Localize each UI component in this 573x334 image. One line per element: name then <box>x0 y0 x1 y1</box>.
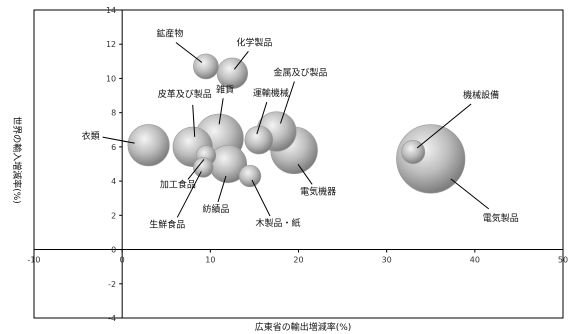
bubble-label: 衣類 <box>82 130 100 142</box>
y-tick-label: 0 <box>111 246 116 255</box>
bubble-label: 加工食品 <box>160 178 196 190</box>
leader-line <box>256 101 268 135</box>
bubble-point <box>193 157 214 178</box>
leader-line <box>102 136 135 144</box>
leader-line <box>297 164 313 185</box>
y-tick-label: 14 <box>106 6 116 15</box>
bubble-label: 生鮮食品 <box>149 218 185 230</box>
y-tick-label: 6 <box>111 143 116 152</box>
bubble-point <box>401 140 426 165</box>
leader-line <box>251 179 271 217</box>
x-tick-label: -10 <box>27 256 40 265</box>
bubbles <box>127 53 466 194</box>
bubble-point <box>127 124 170 167</box>
x-tick-label: 20 <box>293 256 303 265</box>
x-tick-label: 40 <box>470 256 480 265</box>
leader-line <box>218 98 224 125</box>
bubble-label: 鉱産物 <box>156 27 183 39</box>
y-tick-label: 4 <box>111 177 116 186</box>
y-axis-title: 世界の輸入増減率(%) <box>11 116 23 204</box>
bubble-label: 機械設備 <box>463 89 499 101</box>
x-tick-label: 50 <box>558 256 568 265</box>
bubble-label: 電気製品 <box>483 212 519 224</box>
axes: -10 0 10 20 30 40 50 -4 -2 0 2 4 6 8 10 12 14 <box>27 6 568 323</box>
leader-line <box>450 178 490 210</box>
x-tick-label: 0 <box>120 256 125 265</box>
leader-line <box>233 51 249 70</box>
x-tick-label: 10 <box>205 256 215 265</box>
bubble-label: 化学製品 <box>236 36 272 48</box>
bubble-labels: 鉱産物化学製品皮革及び製品雑貨 運輸機械 金属及び製品衣類加工食品生鮮食品 紡績品木製… <box>82 27 519 230</box>
bubble-label: 紡績品 <box>202 203 229 215</box>
bubble-point <box>193 53 219 80</box>
leader-line <box>175 42 203 63</box>
leader-line <box>416 103 472 149</box>
bubble-label: 電気機器 <box>300 185 336 197</box>
y-tick-label: 10 <box>106 74 116 83</box>
x-axis-title: 広東省の輸出増減率(%) <box>255 321 352 333</box>
y-tick-label: 2 <box>111 211 116 220</box>
leader-line <box>187 159 205 180</box>
y-tick-label: 12 <box>106 40 116 49</box>
y-tick-label: -4 <box>108 314 116 323</box>
plot-frame <box>33 9 564 319</box>
leader-line <box>217 175 227 203</box>
bubble-point <box>216 57 249 89</box>
bubble-point <box>238 164 262 188</box>
bubble-label: 雑貨 <box>216 83 234 95</box>
x-tick-label: 30 <box>382 256 392 265</box>
y-tick-label: -2 <box>108 280 116 289</box>
bubble-label: 運輸機械 <box>253 87 289 99</box>
bubble-label: 金属及び製品 <box>273 66 327 78</box>
leader-line <box>279 81 295 124</box>
y-tick-label: 8 <box>111 109 116 118</box>
leader-line <box>192 104 196 137</box>
bubble-label: 木製品・紙 <box>256 217 301 229</box>
leader-line <box>176 171 202 218</box>
bubble-point <box>244 125 274 155</box>
bubble-label: 皮革及び製品 <box>158 88 212 100</box>
